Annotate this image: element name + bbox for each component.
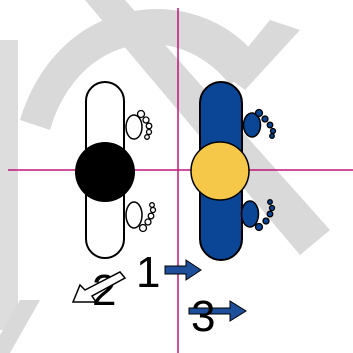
arrow-icon	[165, 260, 201, 280]
step-1: 1	[136, 248, 201, 297]
step-3: 3	[189, 292, 246, 341]
step-3-label: 3	[191, 292, 215, 341]
footprint-icon	[244, 110, 276, 139]
ball-icon	[191, 142, 249, 200]
footprint-icon	[126, 202, 156, 232]
step-1-label: 1	[136, 248, 160, 297]
ball-icon	[75, 142, 135, 202]
footprint-icon	[126, 111, 152, 140]
step-2: 2	[73, 266, 125, 315]
watermark-left-shape	[0, 40, 18, 330]
watermark-logo	[0, 0, 330, 353]
